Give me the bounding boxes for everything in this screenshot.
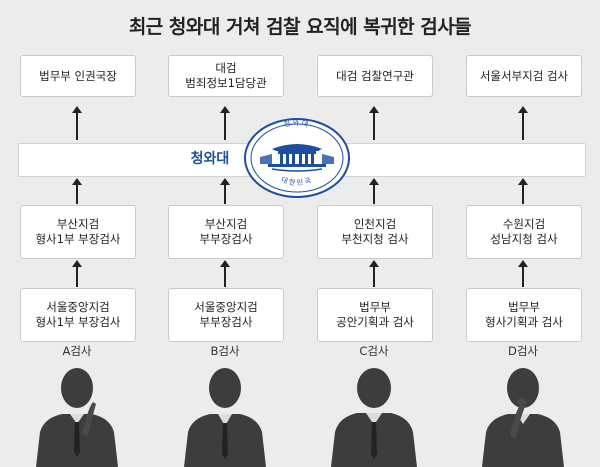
current-post-line1: 대검 xyxy=(215,61,237,75)
current-post-box-a: 법무부 인권국장 xyxy=(20,55,136,97)
person-silhouette-icon xyxy=(184,368,266,467)
current-post-line2: 범죄정보1담당관 xyxy=(185,76,267,90)
earlier-post-line2: 부부장검사 xyxy=(199,315,253,329)
svg-text:대한민국: 대한민국 xyxy=(280,176,314,188)
arrow-up-icon xyxy=(518,106,528,140)
arrow-up-icon xyxy=(518,260,528,287)
person-silhouette-icon xyxy=(331,368,417,467)
prior-post-line2: 형사1부 부장검사 xyxy=(35,232,121,246)
person-silhouette-icon xyxy=(36,368,118,467)
blue-house-seal-icon: 청와대 대한민국 xyxy=(244,118,350,198)
prior-post-line2: 부부장검사 xyxy=(199,232,253,246)
seal-top-text: 청와대 xyxy=(283,118,309,129)
prior-post-box-c: 인천지검 부천지청 검사 xyxy=(317,205,433,259)
earlier-post-line2: 형사기획과 검사 xyxy=(485,315,563,329)
prior-post-line1: 부산지검 xyxy=(204,217,248,231)
cheongwadae-label: 청와대 xyxy=(190,151,230,167)
prior-post-line1: 부산지검 xyxy=(56,217,100,231)
arrow-up-icon xyxy=(369,106,379,140)
arrow-up-icon xyxy=(220,178,230,204)
arrow-up-icon xyxy=(220,106,230,140)
prosecutor-label-a: A검사 xyxy=(62,344,92,358)
earlier-post-box-b: 서울중앙지검 부부장검사 xyxy=(168,288,284,342)
earlier-post-line1: 법무부 xyxy=(359,300,391,314)
earlier-post-box-d: 법무부 형사기획과 검사 xyxy=(466,288,582,342)
prior-post-box-a: 부산지검 형사1부 부장검사 xyxy=(20,205,136,259)
infographic-title: 최근 청와대 거쳐 검찰 요직에 복귀한 검사들 xyxy=(128,16,472,38)
current-post-box-d: 서울서부지검 검사 xyxy=(466,55,582,97)
earlier-post-box-a: 서울중앙지검 형사1부 부장검사 xyxy=(20,288,136,342)
current-post-line1: 법무부 인권국장 xyxy=(39,68,117,83)
prior-post-box-b: 부산지검 부부장검사 xyxy=(168,205,284,259)
arrow-up-icon xyxy=(72,106,82,140)
seal-bottom-text: 대한민국 xyxy=(280,176,312,188)
prior-post-box-d: 수원지검 성남지청 검사 xyxy=(466,205,582,259)
earlier-post-box-c: 법무부 공안기획과 검사 xyxy=(317,288,433,342)
arrow-up-icon xyxy=(369,260,379,287)
prosecutor-label-d: D검사 xyxy=(507,344,538,358)
arrow-up-icon xyxy=(369,178,379,204)
arrow-up-icon xyxy=(220,260,230,287)
prosecutor-label-c: C검사 xyxy=(359,344,389,358)
prosecutor-label-b: B검사 xyxy=(210,344,240,358)
current-post-line1: 서울서부지검 검사 xyxy=(479,68,569,83)
svg-text:청와대: 청와대 xyxy=(283,118,311,129)
earlier-post-line1: 법무부 xyxy=(508,300,540,314)
arrow-up-icon xyxy=(72,178,82,204)
earlier-post-line2: 형사1부 부장검사 xyxy=(35,315,121,329)
earlier-post-line1: 서울중앙지검 xyxy=(194,300,258,314)
person-silhouette-icon xyxy=(482,368,564,467)
current-post-box-b: 대검 범죄정보1담당관 xyxy=(168,55,284,97)
arrow-up-icon xyxy=(518,178,528,204)
prior-post-line1: 인천지검 xyxy=(353,217,397,231)
prior-post-line2: 성남지청 검사 xyxy=(490,232,558,246)
earlier-post-line1: 서울중앙지검 xyxy=(46,300,110,314)
arrow-up-icon xyxy=(72,260,82,287)
current-post-line1: 대검 검찰연구관 xyxy=(336,68,414,83)
prior-post-line2: 부천지청 검사 xyxy=(341,232,409,246)
prior-post-line1: 수원지검 xyxy=(502,217,546,231)
current-post-box-c: 대검 검찰연구관 xyxy=(317,55,433,97)
earlier-post-line2: 공안기획과 검사 xyxy=(336,315,414,329)
